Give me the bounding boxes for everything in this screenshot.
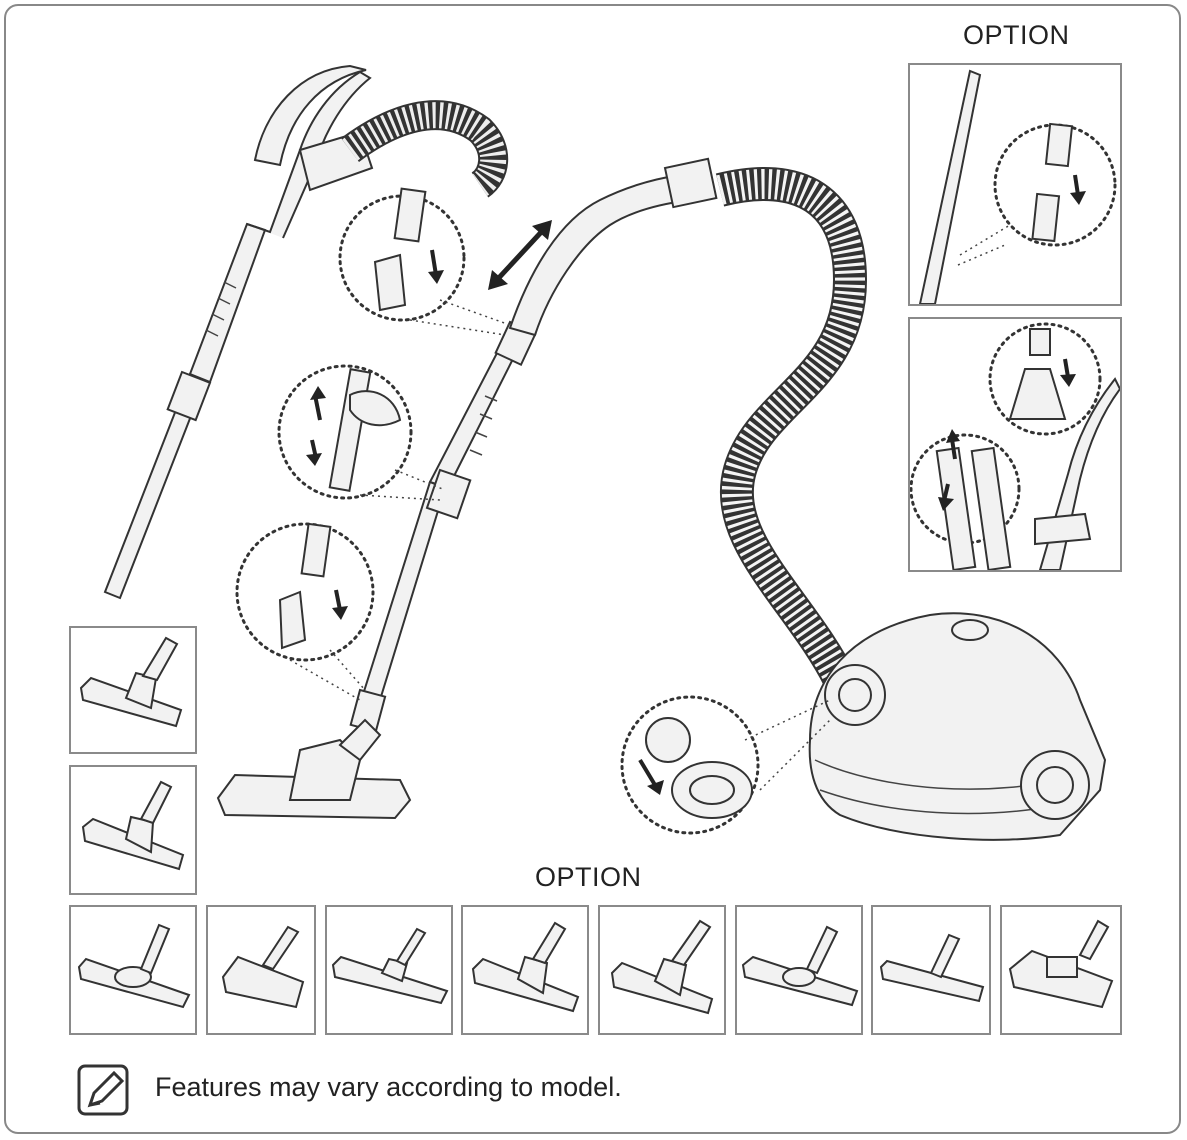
option-panel-handle-connect xyxy=(908,317,1122,572)
nozzle-option-left-2 xyxy=(69,765,197,895)
hose-main xyxy=(715,167,868,688)
standalone-wand xyxy=(103,64,374,600)
detail-circle-nozzle-connect xyxy=(235,522,375,701)
nozzle-option-8 xyxy=(1000,905,1122,1035)
detail-circle-hose-inlet xyxy=(620,695,831,835)
nozzle-option-5 xyxy=(598,905,726,1035)
detail-circle-hose-connect xyxy=(338,187,511,336)
nozzle-option-2 xyxy=(206,905,316,1035)
nozzle-option-3 xyxy=(325,905,453,1035)
nozzle-option-7 xyxy=(871,905,991,1035)
option-label-bottom: OPTION xyxy=(535,862,642,892)
hose-segment-left xyxy=(341,100,509,198)
nozzle-option-6 xyxy=(735,905,863,1035)
option-panel-wand-connect xyxy=(908,63,1122,306)
option-label-top: OPTION xyxy=(963,20,1070,50)
nozzle-option-1 xyxy=(69,905,197,1035)
extend-arrow-icon xyxy=(488,220,552,290)
main-wand xyxy=(349,157,718,733)
note-pencil-icon xyxy=(77,1064,129,1116)
detail-circle-wand-adjust xyxy=(277,364,446,501)
floor-nozzle xyxy=(216,718,412,820)
nozzle-option-4 xyxy=(461,905,589,1035)
nozzle-option-left-1 xyxy=(69,626,197,754)
canister-body xyxy=(808,612,1107,841)
note-text: Features may vary according to model. xyxy=(155,1072,622,1102)
